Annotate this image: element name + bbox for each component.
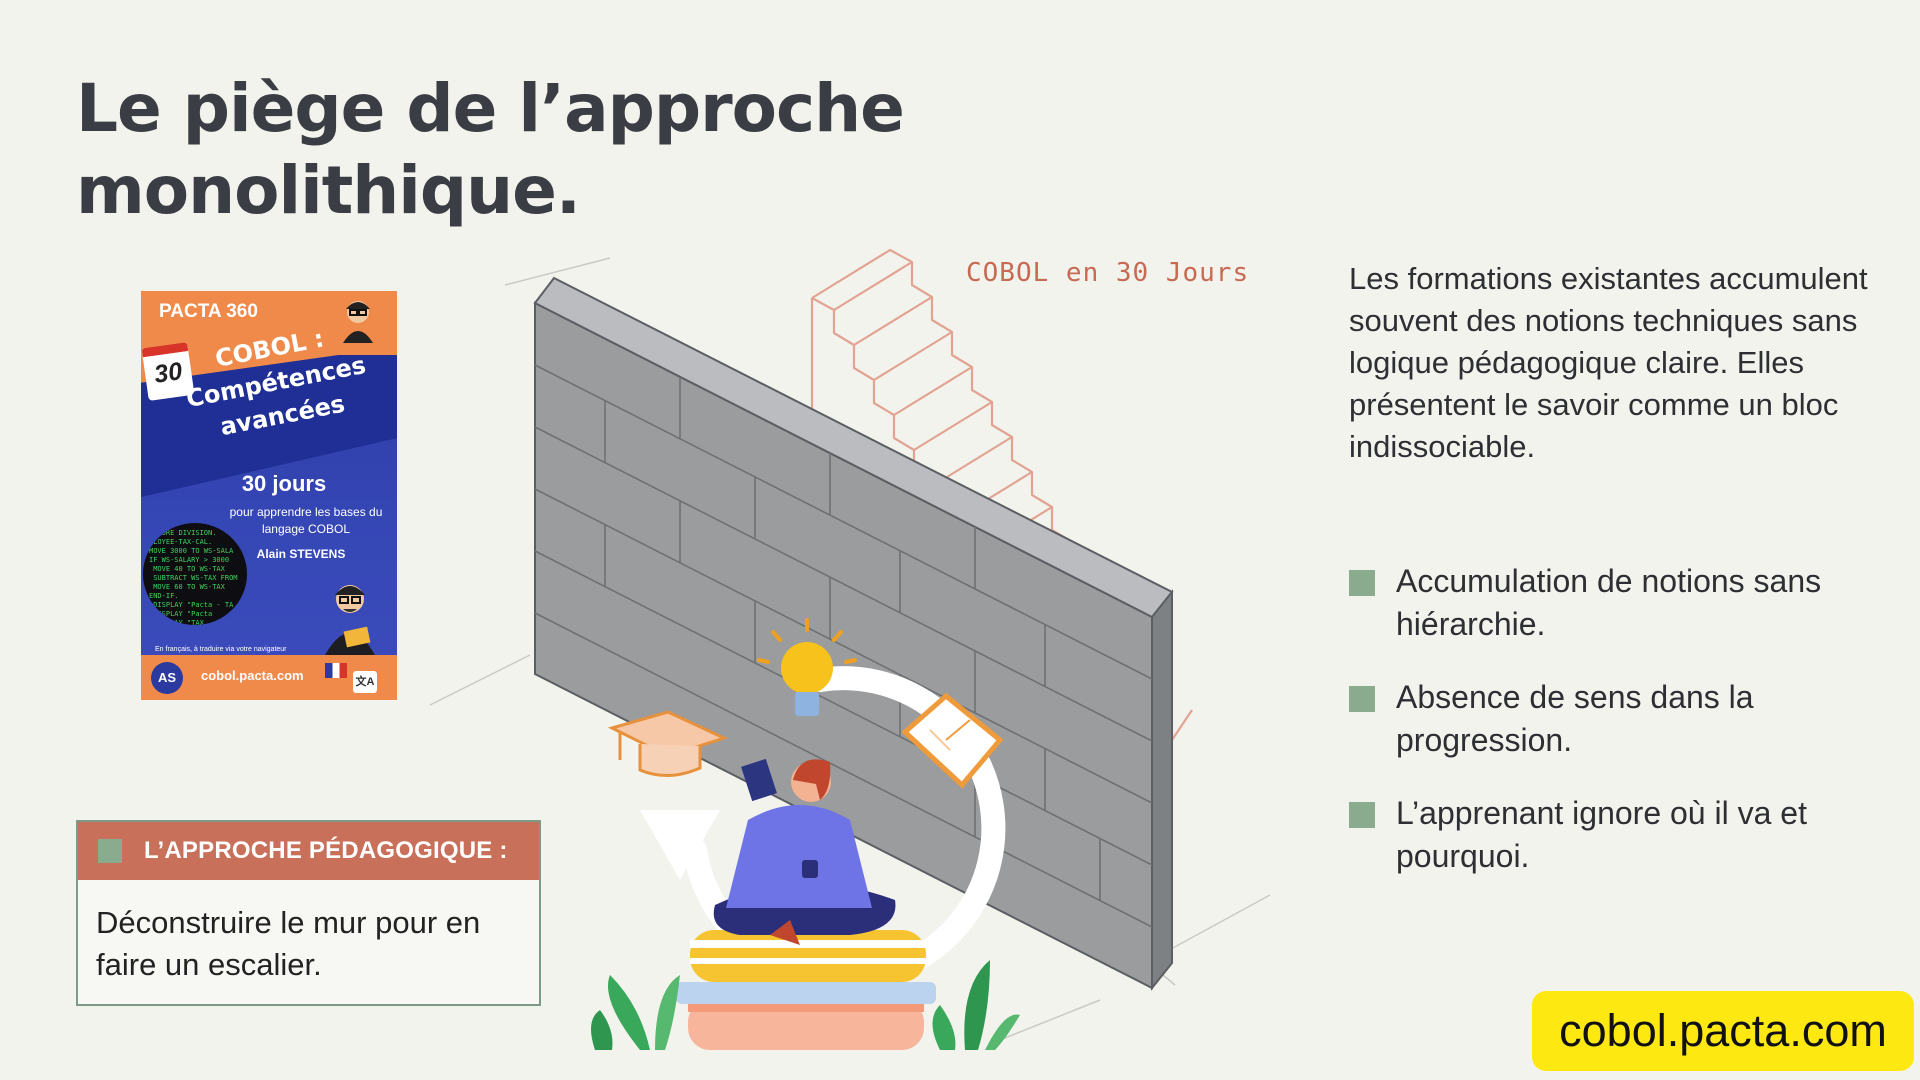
mascot-icon — [325, 585, 375, 655]
stairs-label: COBOL en 30 Jours — [966, 258, 1250, 288]
bullet-item: Accumulation de notions sans hiérarchie. — [1349, 560, 1869, 646]
page-title: Le piège de l’approche monolithique. — [76, 68, 905, 232]
bullet-text: L’apprenant ignore où il va et pourquoi. — [1396, 795, 1807, 874]
description-paragraph: Les formations existantes accumulent sou… — [1349, 261, 1868, 464]
title-line-1: Le piège de l’approche — [76, 70, 905, 147]
title-line-2: monolithique. — [76, 152, 581, 229]
square-bullet-icon — [98, 839, 122, 863]
lightbulb-icon — [757, 618, 857, 716]
square-bullet-icon — [1349, 570, 1375, 596]
open-book-icon — [901, 692, 1004, 789]
square-bullet-icon — [1349, 802, 1375, 828]
graduation-cap-icon — [607, 710, 729, 777]
cover-code-circle: CEDURE DIVISION. PLOYEE-TAX-CAL. MOVE 30… — [143, 523, 247, 625]
book-cover: PACTA 360 30 COBOL : Compétences avancée… — [141, 291, 397, 700]
author-initials-logo: AS — [151, 662, 183, 694]
pedagogy-callout: L’APPROCHE PÉDAGOGIQUE : Déconstruire le… — [76, 820, 541, 1006]
book-stack — [676, 930, 936, 1050]
website-link-badge[interactable]: cobol.pacta.com — [1532, 991, 1914, 1071]
cover-note: En français, à traduire via votre naviga… — [155, 646, 287, 653]
callout-label: L’APPROCHE PÉDAGOGIQUE : — [144, 837, 508, 864]
bullet-item: Absence de sens dans la progression. — [1349, 676, 1869, 762]
bullet-text: Accumulation de notions sans hiérarchie. — [1396, 563, 1822, 642]
mascot-icon — [343, 301, 373, 343]
cover-url: cobol.pacta.com — [201, 668, 304, 683]
cover-author: Alain STEVENS — [256, 547, 346, 561]
french-flag-icon — [325, 663, 347, 678]
plant-icon — [591, 975, 680, 1050]
square-bullet-icon — [1349, 686, 1375, 712]
bullet-list: Accumulation de notions sans hiérarchie.… — [1349, 560, 1869, 908]
translate-icon: 文A — [353, 671, 377, 693]
student-figure — [713, 758, 896, 945]
cover-days: 30 jours — [241, 471, 327, 496]
cover-brand: PACTA 360 — [159, 301, 258, 322]
callout-header: L’APPROCHE PÉDAGOGIQUE : — [78, 822, 539, 880]
bullet-text: Absence de sens dans la progression. — [1396, 679, 1754, 758]
callout-text: Déconstruire le mur pour en faire un esc… — [96, 905, 481, 982]
cover-bottom-band: AS cobol.pacta.com 文A — [141, 655, 397, 700]
cover-subtitle: pour apprendre les bases du langage COBO… — [229, 505, 383, 536]
plant-icon — [932, 960, 1020, 1050]
bullet-item: L’apprenant ignore où il va et pourquoi. — [1349, 792, 1869, 878]
